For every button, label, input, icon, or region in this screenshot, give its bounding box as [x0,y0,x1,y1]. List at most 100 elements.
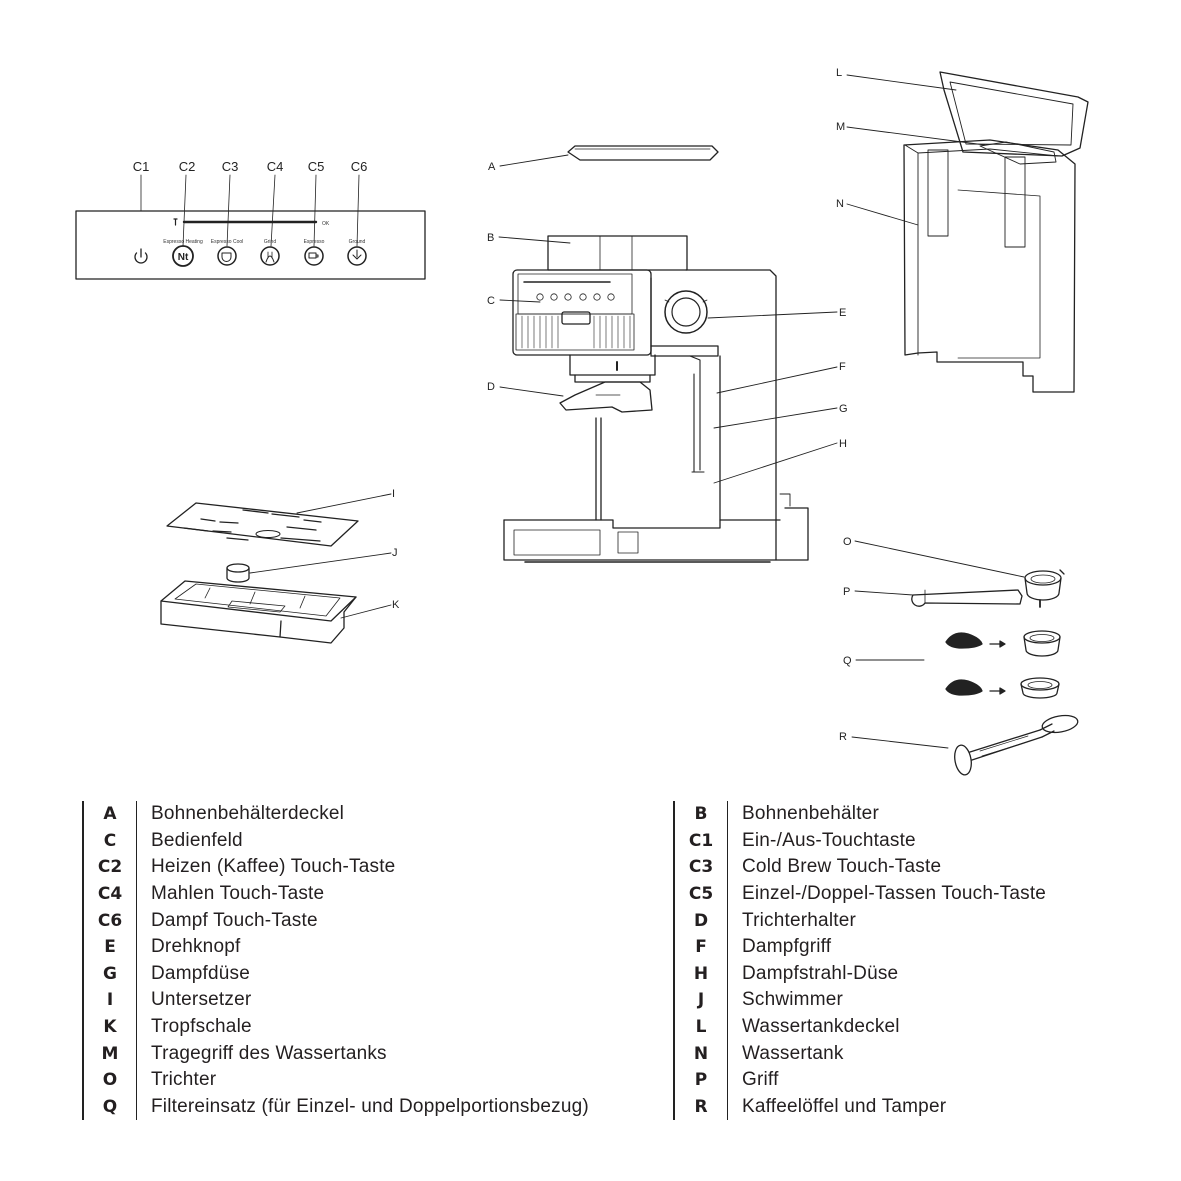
legend-code: C [103,830,117,851]
legend-divider [727,827,728,855]
legend-code: H [693,963,709,984]
legend-divider [727,987,728,1014]
legend-divider [727,801,728,828]
callout-r: R [839,731,847,743]
legend-divider [727,1013,728,1041]
steam-icon [347,246,367,266]
legend-divider [727,933,728,961]
legend-name: Dampfgriff [742,936,832,958]
header-c6: C6 [351,159,368,174]
legend-divider [136,987,137,1014]
callout-m: M [836,121,845,133]
legend-name: Bedienfeld [151,829,243,851]
water-tank [903,71,1089,393]
callout-b: B [487,232,494,244]
legend-name: Schwimmer [742,989,844,1011]
legend-name: Heizen (Kaffee) Touch-Taste [151,856,396,878]
legend-name: Griff [742,1069,779,1091]
legend-name: Trichterhalter [742,909,857,931]
legend-divider [136,880,137,908]
legend-divider [136,933,137,961]
legend-name: Mahlen Touch-Taste [151,883,325,905]
legend-bar-left [82,801,84,1120]
tank-lid [939,71,1089,157]
header-c2: C2 [179,159,196,174]
legend-divider [727,1040,728,1067]
legend-divider [136,801,137,828]
callout-h: H [839,438,847,450]
callout-i: I [392,488,395,500]
svg-text:Nt: Nt [178,252,189,263]
legend-divider [136,907,137,934]
callout-g: G [839,403,848,415]
legend-name: Kaffeelöffel und Tamper [742,1095,947,1117]
legend-name: Cold Brew Touch-Taste [742,856,942,878]
legend-row: H Dampfstrahl-Düse [675,960,1046,988]
legend-name: Drehknopf [151,936,241,958]
legend-name: Filtereinsatz (für Einzel- und Doppelpor… [151,1095,589,1117]
legend-name: Untersetzer [151,989,252,1011]
legend-divider [136,827,137,855]
bean-hopper-lid [567,145,719,161]
callout-o: O [843,536,852,548]
callout-l: L [836,67,842,79]
legend-code: D [693,910,709,931]
knob [664,290,708,334]
grind-icon [260,246,280,266]
legend-code: R [694,1096,708,1117]
legend-code: B [694,804,708,825]
bean-hopper [547,235,688,271]
caption-heating: Espresso Heating [163,239,203,245]
callout-c: C [487,295,495,307]
legend-divider [136,1093,137,1121]
legend-code: M [101,1043,119,1064]
legend-code: C5 [688,884,714,905]
legend-code: L [695,1017,707,1038]
legend-code: C4 [97,884,123,905]
legend-row: M Tragegriff des Wassertanks [84,1040,589,1067]
legend-name: Tragegriff des Wassertanks [151,1042,387,1064]
legend-divider [136,1040,137,1067]
cup-icon [217,246,237,266]
legend-row: I Untersetzer [84,987,589,1014]
callout-q: Q [843,655,852,667]
drip-tray [160,563,357,644]
caption-espresso: Espresso [304,239,325,245]
heat-icon: Nt [172,245,194,267]
legend-divider [727,1093,728,1121]
legend-bar-right [673,801,675,1120]
callout-a: A [488,161,496,173]
panel-headers: C1 C2 C3 C4 C5 C6 [133,159,368,174]
legend-divider [136,854,137,881]
callout-labels: A B C D E F G H I J K L M N O P Q R [392,67,852,743]
legend-divider [136,1013,137,1041]
legend-divider [727,960,728,988]
legend-code: J [697,990,705,1011]
panel-captions: Espresso Heating Espresso Cool Grind Esp… [163,221,365,245]
legend-code: C1 [688,830,714,851]
caption-ground: Ground [349,239,366,245]
legend-code: F [695,937,707,958]
power-icon [134,248,148,264]
header-c1: C1 [133,159,150,174]
legend-code: K [103,1017,117,1038]
legend-code: C6 [97,910,123,931]
callout-p: P [843,586,850,598]
callout-f: F [839,361,846,373]
legend-code: P [694,1070,708,1091]
legend-row: C4 Mahlen Touch-Taste [84,880,589,908]
header-c4: C4 [267,159,284,174]
legend-row: D Trichterhalter [675,907,1046,934]
legend-code: I [106,990,114,1011]
legend-row: F Dampfgriff [675,933,1046,961]
legend-name: Dampfstrahl-Düse [742,962,899,984]
